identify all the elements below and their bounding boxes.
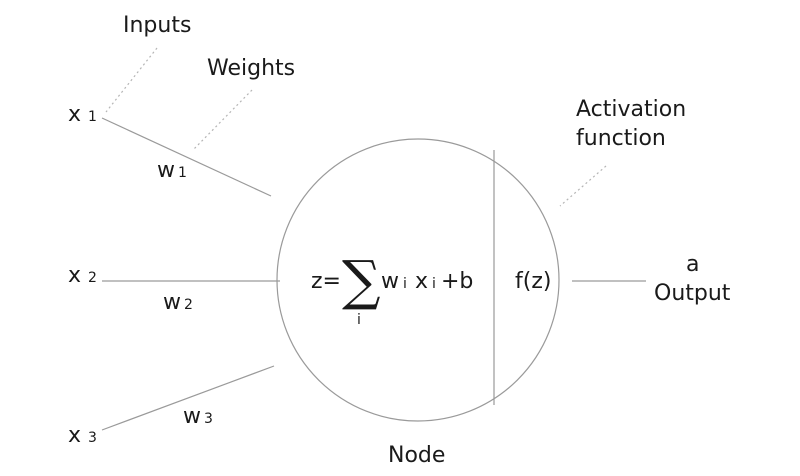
activation-label-line1: Activation xyxy=(576,97,687,122)
formula-z-eq: z= xyxy=(311,269,341,294)
activation-function: f(z) xyxy=(515,269,552,294)
weights-label: Weights xyxy=(207,56,296,81)
output-symbol: a xyxy=(686,252,700,277)
formula-w-symbol: w xyxy=(381,269,399,294)
input-x2-symbol: x xyxy=(68,263,82,288)
input-line-1 xyxy=(101,117,272,197)
activation-label-line2: function xyxy=(576,126,666,151)
node-label: Node xyxy=(388,443,446,468)
input-x2-sub: 2 xyxy=(88,270,97,286)
output-label: Output xyxy=(654,281,731,306)
input-x1-symbol: x xyxy=(68,102,82,127)
formula-w-sub: i xyxy=(403,276,407,292)
formula-x-symbol: x xyxy=(415,269,429,294)
weight-w3-symbol: w xyxy=(183,404,201,429)
input-x3-symbol: x xyxy=(68,423,82,448)
inputs-label: Inputs xyxy=(123,13,192,38)
input-x3: x 3 xyxy=(68,425,97,447)
formula-x-sub: i xyxy=(432,276,436,292)
weight-w3-sub: 3 xyxy=(204,411,213,427)
input-x2: x 2 xyxy=(68,265,97,287)
activation-pointer xyxy=(559,165,607,207)
formula-bias: +b xyxy=(441,269,474,294)
weight-w1-sub: 1 xyxy=(178,165,187,181)
input-x3-sub: 3 xyxy=(88,430,97,446)
weight-w2-sub: 2 xyxy=(184,297,193,313)
inputs-pointer xyxy=(105,47,158,113)
input-x1-sub: 1 xyxy=(88,109,97,125)
node-circle xyxy=(276,138,560,422)
input-x1: x 1 xyxy=(68,104,97,126)
input-line-3 xyxy=(101,365,275,431)
weight-w2-symbol: w xyxy=(163,290,181,315)
weights-pointer xyxy=(192,89,253,151)
weight-w1-symbol: w xyxy=(157,158,175,183)
sigma-index: i xyxy=(357,312,361,328)
sigma-icon: ∑ xyxy=(342,249,381,312)
